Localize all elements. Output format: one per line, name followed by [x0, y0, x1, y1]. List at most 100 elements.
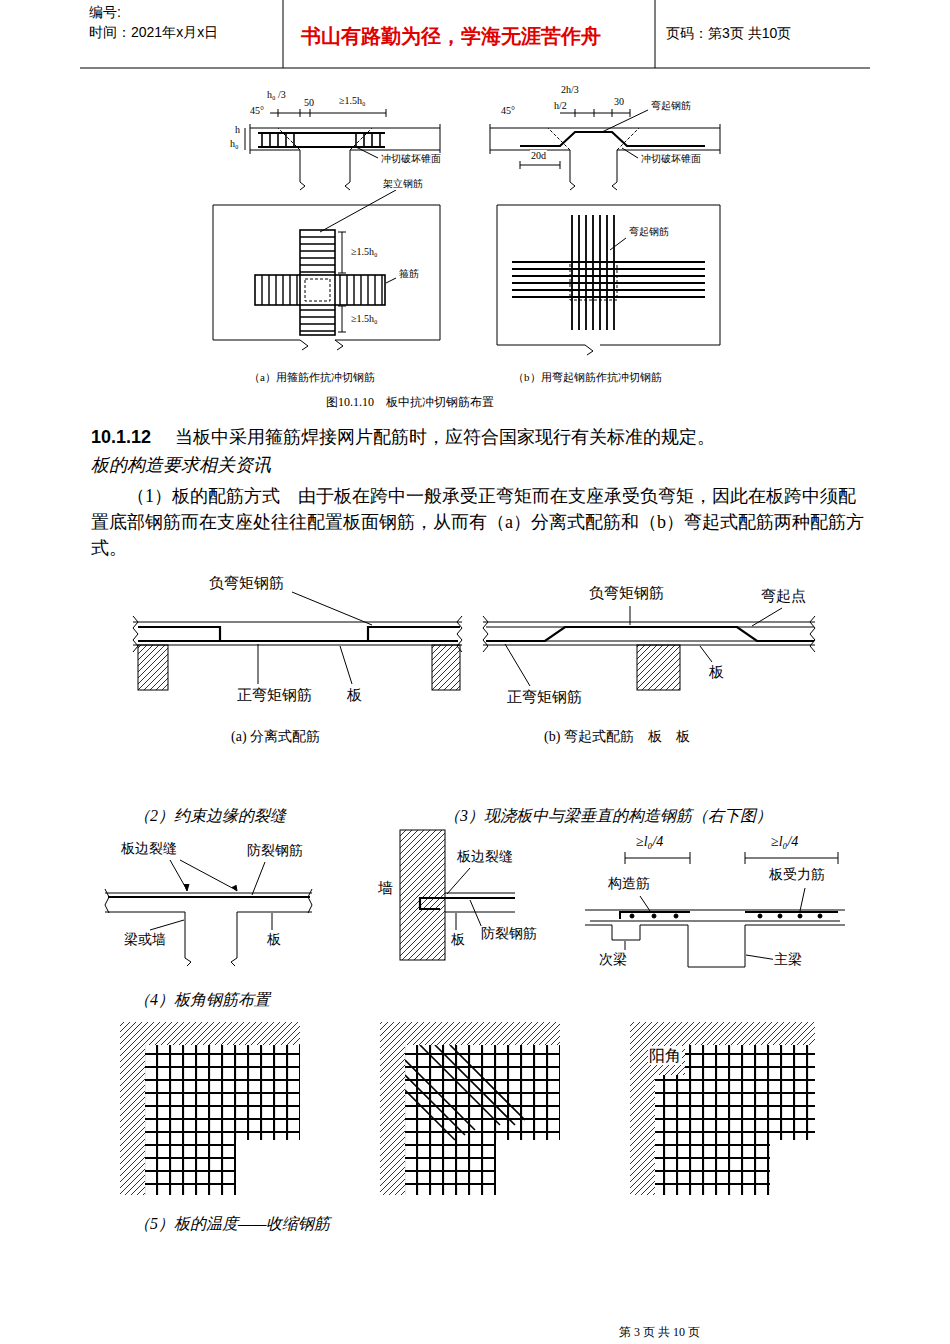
section-left [250, 124, 440, 154]
beam-slab-section [798, 914, 802, 918]
plan-left [320, 190, 396, 283]
dimension-label: 50 [303, 97, 315, 109]
section-right [570, 150, 617, 190]
part-label: 冲切破坏锥面 [380, 153, 442, 165]
edge-crack-beam [150, 860, 272, 930]
section-right [602, 110, 648, 158]
part-label: 冲切破坏锥面 [640, 153, 702, 165]
section-left [245, 109, 440, 190]
subfigure-caption: (a) 分离式配筋 [230, 729, 321, 746]
slab-bent [483, 606, 815, 690]
part-label: 弯起点 [760, 587, 807, 605]
plan-right [512, 262, 705, 297]
dimension-label: h [234, 124, 241, 136]
plan-right [497, 205, 720, 345]
beam-slab-section [585, 910, 845, 925]
beam-slab-section [652, 914, 656, 918]
part-label: 负弯矩钢筋 [588, 584, 665, 602]
plan-left [338, 232, 346, 273]
header-page: 页码：第3页 共10页 [665, 25, 792, 42]
section-left [278, 128, 372, 150]
body-paragraph: （1）板的配筋方式 由于板在跨中一般承受正弯矩而在支座承受负弯矩，因此在板跨中须… [90, 483, 867, 561]
edge-crack-wall [400, 830, 445, 960]
corner-label: 阳角 [648, 1046, 682, 1065]
dimension-label: ≥l₀/4 [635, 834, 664, 851]
corner-rebar [405, 1045, 525, 1140]
slab-separated [138, 627, 460, 641]
part-label: 板受力筋 [768, 867, 826, 884]
part-label: 墙 [377, 879, 394, 897]
part-label: 梁或墙 [123, 932, 167, 949]
plan-left [255, 275, 385, 305]
part-label: 防裂钢筋 [246, 843, 304, 860]
part-label: 架立钢筋 [382, 178, 424, 190]
dimension-label: h/2 [553, 100, 568, 112]
part-label: 正弯矩钢筋 [236, 686, 313, 704]
section-right [520, 132, 705, 146]
angle-label: 45° [249, 105, 265, 117]
plan-left [305, 279, 330, 301]
section-left [270, 109, 386, 117]
plan-left [338, 306, 346, 332]
beam-slab-section [630, 914, 634, 918]
plan-right [585, 345, 593, 355]
part-label: 箍筋 [398, 268, 420, 280]
item-heading: （3）现浇板中与梁垂直的构造钢筋（右下图） [443, 806, 773, 825]
subfigure-caption: （a）用箍筋作抗冲切钢筋 [248, 371, 376, 384]
header-rule [80, 0, 870, 68]
slab-bent [486, 627, 814, 641]
corner-rebar [120, 1022, 820, 1200]
edge-crack-beam [184, 884, 237, 891]
part-label: 板 [346, 686, 363, 704]
section-left [250, 128, 440, 150]
slab-separated [138, 645, 168, 690]
section-right [548, 128, 639, 150]
edge-crack-beam [105, 860, 312, 966]
plan-left [300, 340, 343, 350]
slab-bent [505, 606, 782, 686]
header-field: 编号: [88, 4, 122, 21]
part-label: 板 [450, 932, 466, 949]
beam-slab-section [778, 914, 782, 918]
plan-right [610, 238, 626, 250]
header-rule [655, 0, 656, 68]
plan-left [300, 237, 335, 331]
beam-slab-section [585, 852, 845, 967]
part-label: 防裂钢筋 [480, 926, 538, 943]
corner-rebar [140, 1040, 305, 1200]
dimension-label: 2h/3 [560, 84, 580, 96]
slab-separated [133, 616, 462, 652]
section-left [300, 150, 350, 190]
clause-text: 当板中采用箍筋焊接网片配筋时，应符合国家现行有关标准的规定。 [174, 427, 716, 449]
part-label: 主梁 [773, 952, 803, 969]
corner-rebar [405, 1045, 525, 1140]
edge-crack-beam [105, 889, 312, 913]
section-right [490, 124, 720, 154]
beam-slab-section [674, 914, 678, 918]
beam-slab-section [620, 912, 838, 919]
part-label: 板 [266, 932, 282, 949]
part-label: 构造筋 [607, 876, 651, 893]
plan-right [497, 205, 720, 355]
plan-left [213, 190, 440, 350]
section-right [560, 109, 630, 117]
clause-number: 10.1.12 [90, 427, 152, 449]
slab-separated [258, 592, 372, 684]
part-label: 正弯矩钢筋 [506, 688, 583, 706]
plan-left [213, 205, 440, 340]
dimension-label: ≥1.5h₀ [338, 95, 366, 107]
dimension-label: 30 [613, 96, 625, 108]
part-label: 板边裂缝 [120, 841, 178, 858]
item-heading: （5）板的温度——收缩钢筋 [133, 1214, 331, 1233]
part-label: 板边裂缝 [456, 849, 514, 866]
header-rule [283, 0, 284, 68]
dimension-label: ≥1.5h₀ [350, 246, 378, 258]
figure-caption: 图10.1.10 板中抗冲切钢筋布置 [325, 395, 495, 409]
plan-left [262, 275, 382, 305]
slab-separated [133, 592, 462, 690]
beam-slab-section [612, 925, 745, 967]
slab-bent [486, 627, 814, 641]
edge-crack-beam [108, 896, 310, 898]
beam-slab-section [818, 914, 822, 918]
header-field: 时间：2021年x月x日 [88, 24, 219, 41]
